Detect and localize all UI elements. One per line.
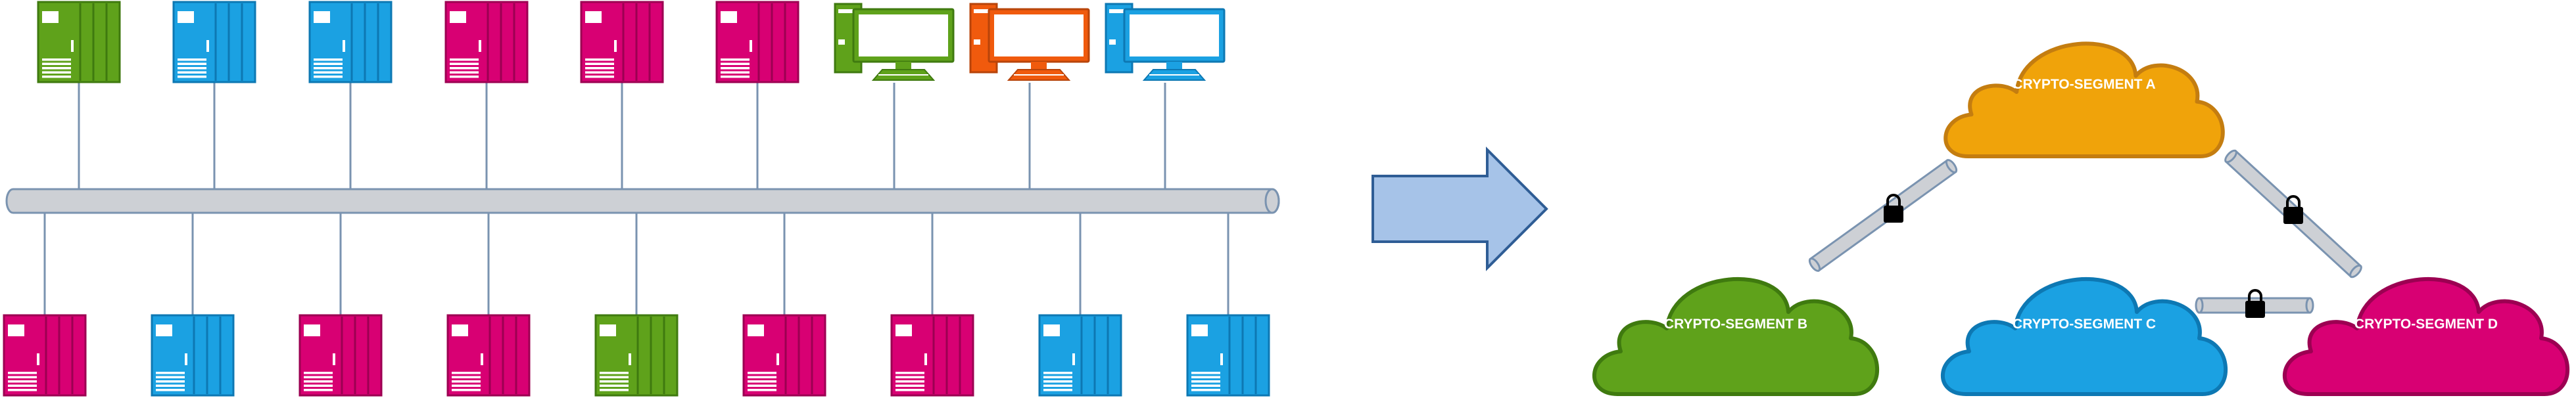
server-icon [3, 314, 87, 397]
server-icon [715, 1, 799, 83]
tunnel-locks [1884, 194, 2303, 318]
server-icon [1038, 314, 1122, 397]
crypto-segment-b-label: CRYPTO-SEGMENT B [1664, 317, 1807, 332]
server-icon [890, 314, 974, 397]
crypto-segment-d-label: CRYPTO-SEGMENT D [2354, 317, 2498, 332]
bus-drop-lines [43, 83, 1229, 315]
crypto-segment-c-label: CRYPTO-SEGMENT C [2013, 317, 2156, 332]
flat-network [3, 1, 1280, 397]
top-device-row [37, 1, 1226, 83]
bottom-device-row [3, 314, 1270, 397]
workstation-icon [1105, 3, 1226, 81]
lock-icon [1884, 194, 1903, 223]
crypto-segmented-network: CRYPTO-SEGMENT A CRYPTO-SEGMENT B CRYPTO-S… [1592, 41, 2569, 396]
transform-arrow [1371, 146, 1548, 271]
server-icon [742, 314, 826, 397]
workstation-icon [834, 3, 955, 81]
server-icon [594, 314, 679, 397]
crypto-segment-c-cloud: CRYPTO-SEGMENT C [1940, 277, 2228, 396]
network-bus-end [1264, 188, 1280, 214]
crypto-segment-b-cloud: CRYPTO-SEGMENT B [1592, 277, 1879, 396]
server-icon [172, 1, 256, 83]
server-icon [151, 314, 235, 397]
network-bus-pipe [5, 188, 1280, 214]
server-icon [1186, 314, 1270, 397]
server-icon [298, 314, 383, 397]
tunnel-a-b [1808, 158, 1958, 273]
crypto-segment-d-cloud: CRYPTO-SEGMENT D [2282, 277, 2569, 396]
crypto-segment-a-label: CRYPTO-SEGMENT A [2013, 77, 2155, 92]
server-icon [444, 1, 529, 83]
server-icon [580, 1, 664, 83]
workstation-icon [969, 3, 1090, 81]
server-icon [446, 314, 531, 397]
lock-icon [2245, 289, 2265, 318]
server-icon [37, 1, 121, 83]
network-bus [5, 188, 1280, 214]
crypto-segment-a-cloud: CRYPTO-SEGMENT A [1944, 41, 2225, 159]
segment-clouds: CRYPTO-SEGMENT A CRYPTO-SEGMENT B CRYPTO-S… [1592, 41, 2569, 396]
server-icon [308, 1, 393, 83]
lock-icon [2283, 195, 2303, 224]
